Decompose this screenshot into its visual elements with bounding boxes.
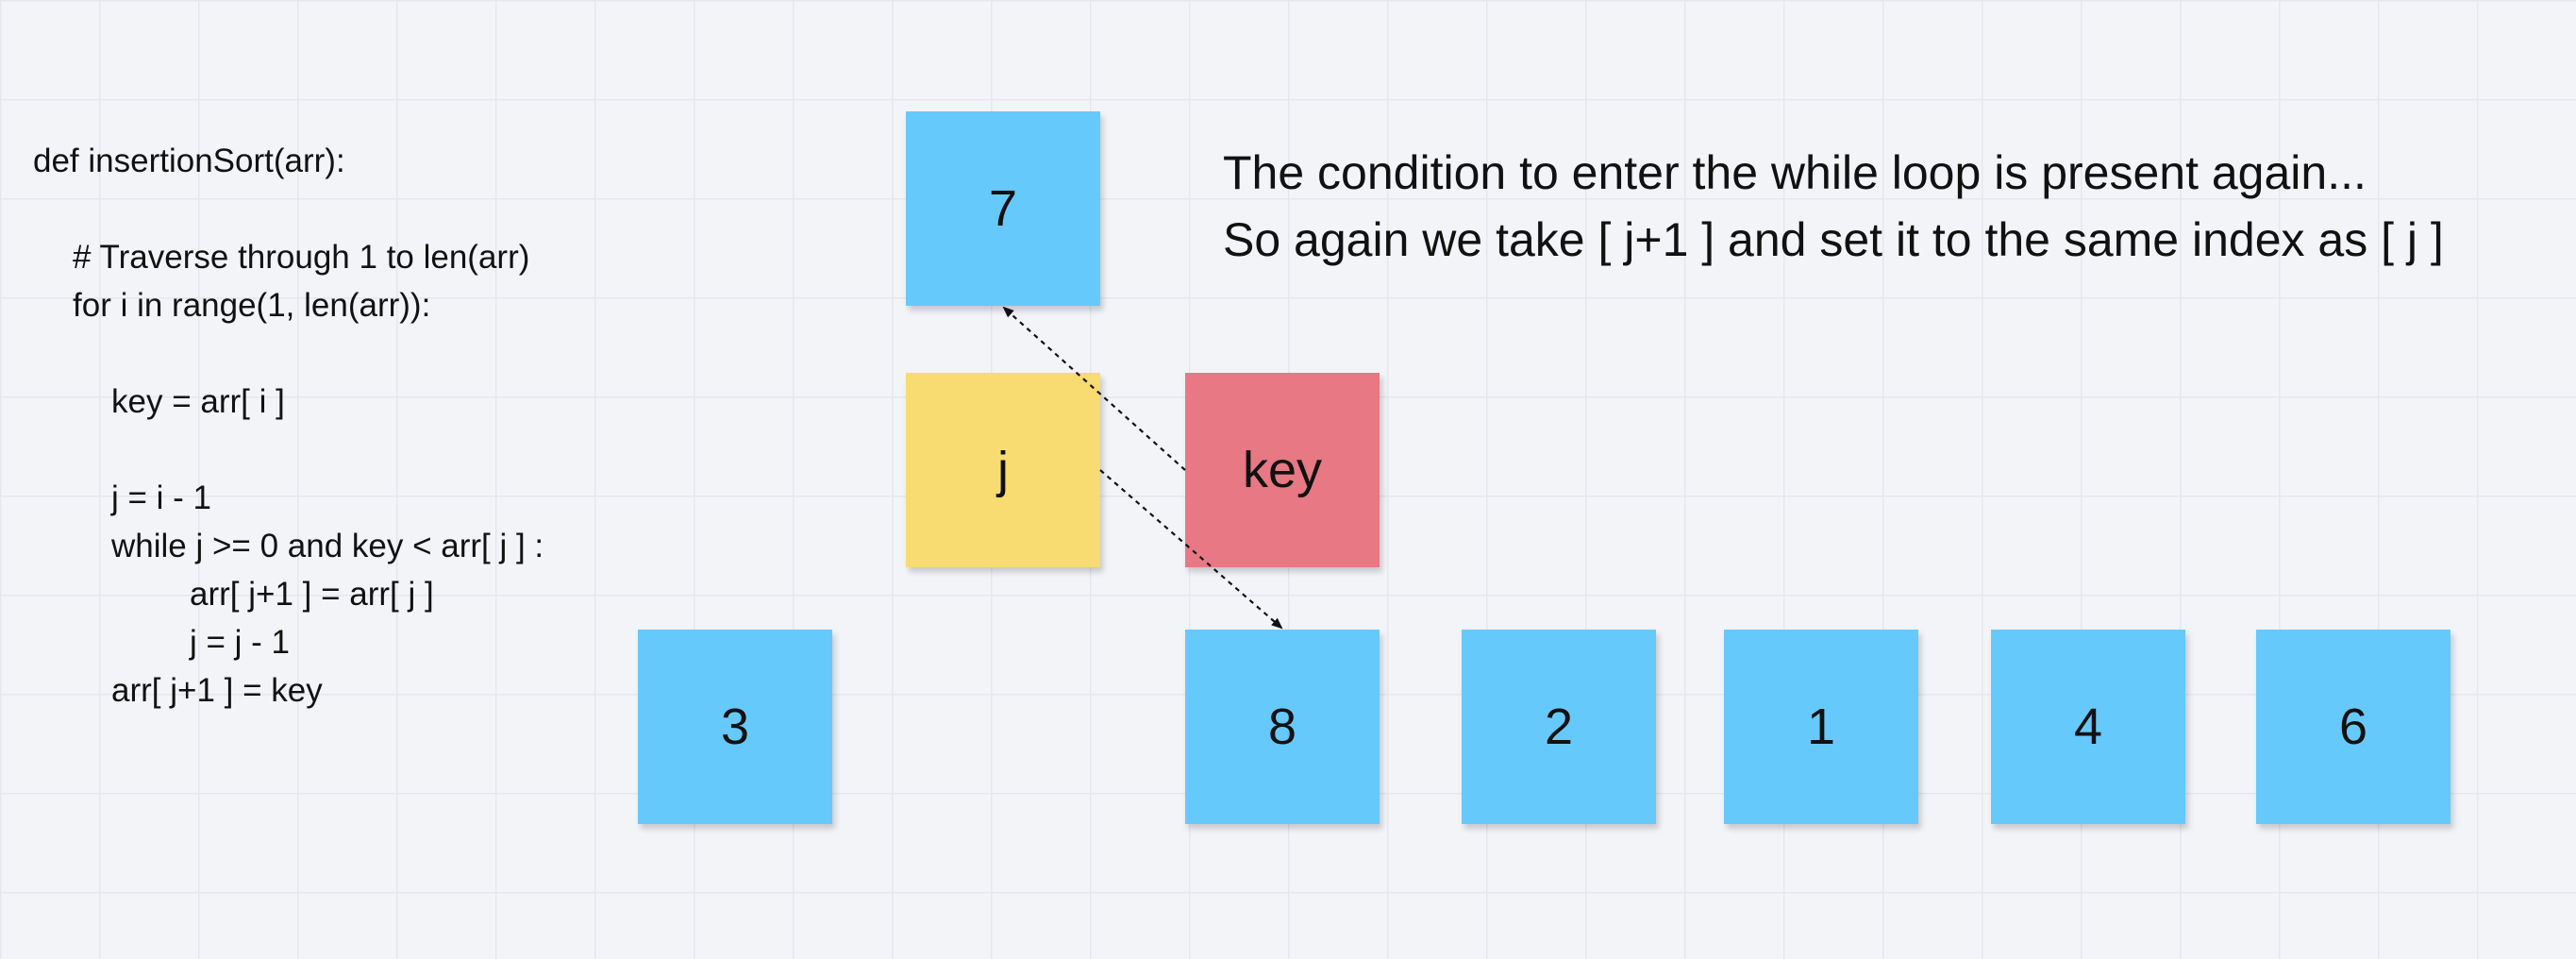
key-box[interactable]: key bbox=[1185, 373, 1380, 567]
array-cell-4[interactable]: 4 bbox=[1991, 630, 2185, 824]
code-line: j = i - 1 bbox=[111, 480, 212, 516]
explanation-note: The condition to enter the while loop is… bbox=[1223, 140, 2444, 274]
note-line-1: The condition to enter the while loop is… bbox=[1223, 146, 2367, 199]
code-line: # Traverse through 1 to len(arr) bbox=[73, 239, 530, 276]
code-line: def insertionSort(arr): bbox=[33, 143, 345, 179]
code-line bbox=[33, 185, 544, 233]
array-cell-2[interactable]: 2 bbox=[1462, 630, 1656, 824]
code-line: arr[ j+1 ] = key bbox=[111, 672, 323, 709]
array-cell-5[interactable]: 6 bbox=[2256, 630, 2451, 824]
array-cell-3[interactable]: 1 bbox=[1724, 630, 1918, 824]
array-cell-0[interactable]: 3 bbox=[638, 630, 832, 824]
code-line: while j >= 0 and key < arr[ j ] : bbox=[111, 528, 544, 564]
code-line: for i in range(1, len(arr)): bbox=[73, 287, 431, 324]
code-line: key = arr[ i ] bbox=[111, 383, 285, 420]
lifted-value-box[interactable]: 7 bbox=[906, 111, 1100, 306]
code-line bbox=[33, 329, 544, 378]
j-pointer-box[interactable]: j bbox=[906, 373, 1100, 567]
note-line-2: So again we take [ j+1 ] and set it to t… bbox=[1223, 213, 2444, 266]
code-block: def insertionSort(arr): # Traverse throu… bbox=[33, 137, 544, 715]
code-line: j = j - 1 bbox=[190, 624, 291, 661]
array-cell-1[interactable]: 8 bbox=[1185, 630, 1380, 824]
code-line bbox=[33, 426, 544, 474]
code-line: arr[ j+1 ] = arr[ j ] bbox=[190, 576, 434, 613]
